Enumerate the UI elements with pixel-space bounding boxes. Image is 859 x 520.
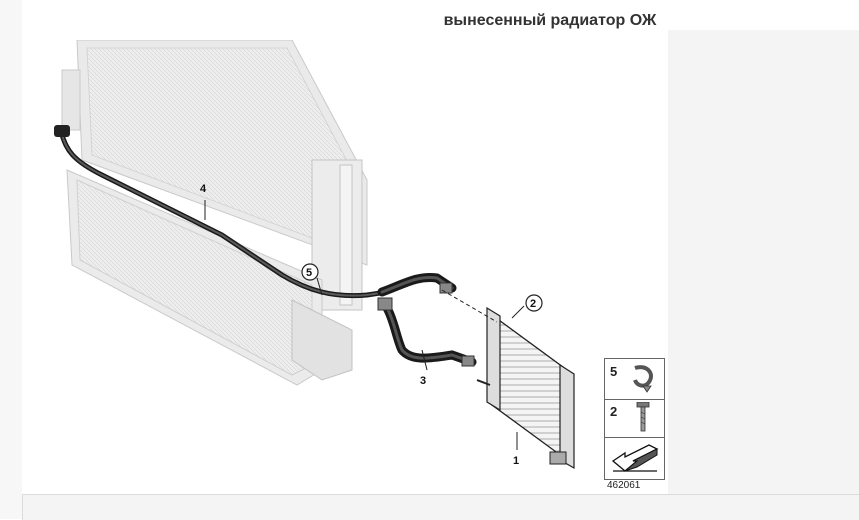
callout-1[interactable]: 1: [513, 455, 519, 467]
callout-3[interactable]: 3: [420, 375, 426, 387]
callout-5[interactable]: 5: [301, 263, 319, 281]
dashed-leader: [441, 289, 498, 323]
diagram-id: 462061: [607, 480, 641, 491]
legend-item-hose-clamp[interactable]: 5: [605, 359, 664, 400]
svg-text:2: 2: [530, 298, 536, 310]
svg-text:5: 5: [306, 267, 312, 279]
screw-icon: [636, 402, 650, 432]
coolant-hose-upper: [377, 272, 457, 297]
svg-text:3: 3: [420, 375, 426, 387]
svg-text:4: 4: [200, 183, 207, 195]
callout-4[interactable]: 4: [200, 183, 207, 195]
auxiliary-coolant-radiator: [476, 306, 575, 470]
callout-2[interactable]: 2: [525, 294, 543, 312]
right-margin-strip: [668, 30, 859, 495]
svg-text:1: 1: [513, 455, 519, 467]
bottom-bar: [22, 494, 859, 520]
left-margin-strip: [0, 0, 22, 519]
page-title: вынесенный радиатор ОЖ: [443, 12, 657, 29]
arrow-direction-icon: [611, 444, 659, 472]
coolant-hose-4: [54, 125, 390, 299]
parts-diagram: 4 5 2 3 1: [22, 40, 668, 490]
condenser: [66, 169, 353, 386]
hose-clamp-icon: [633, 365, 654, 393]
legend-item-direction[interactable]: [605, 437, 664, 479]
coolant-hose-3: [377, 297, 477, 367]
legend-item-screw[interactable]: 2: [605, 399, 664, 438]
parts-legend: 5 2: [604, 358, 665, 480]
